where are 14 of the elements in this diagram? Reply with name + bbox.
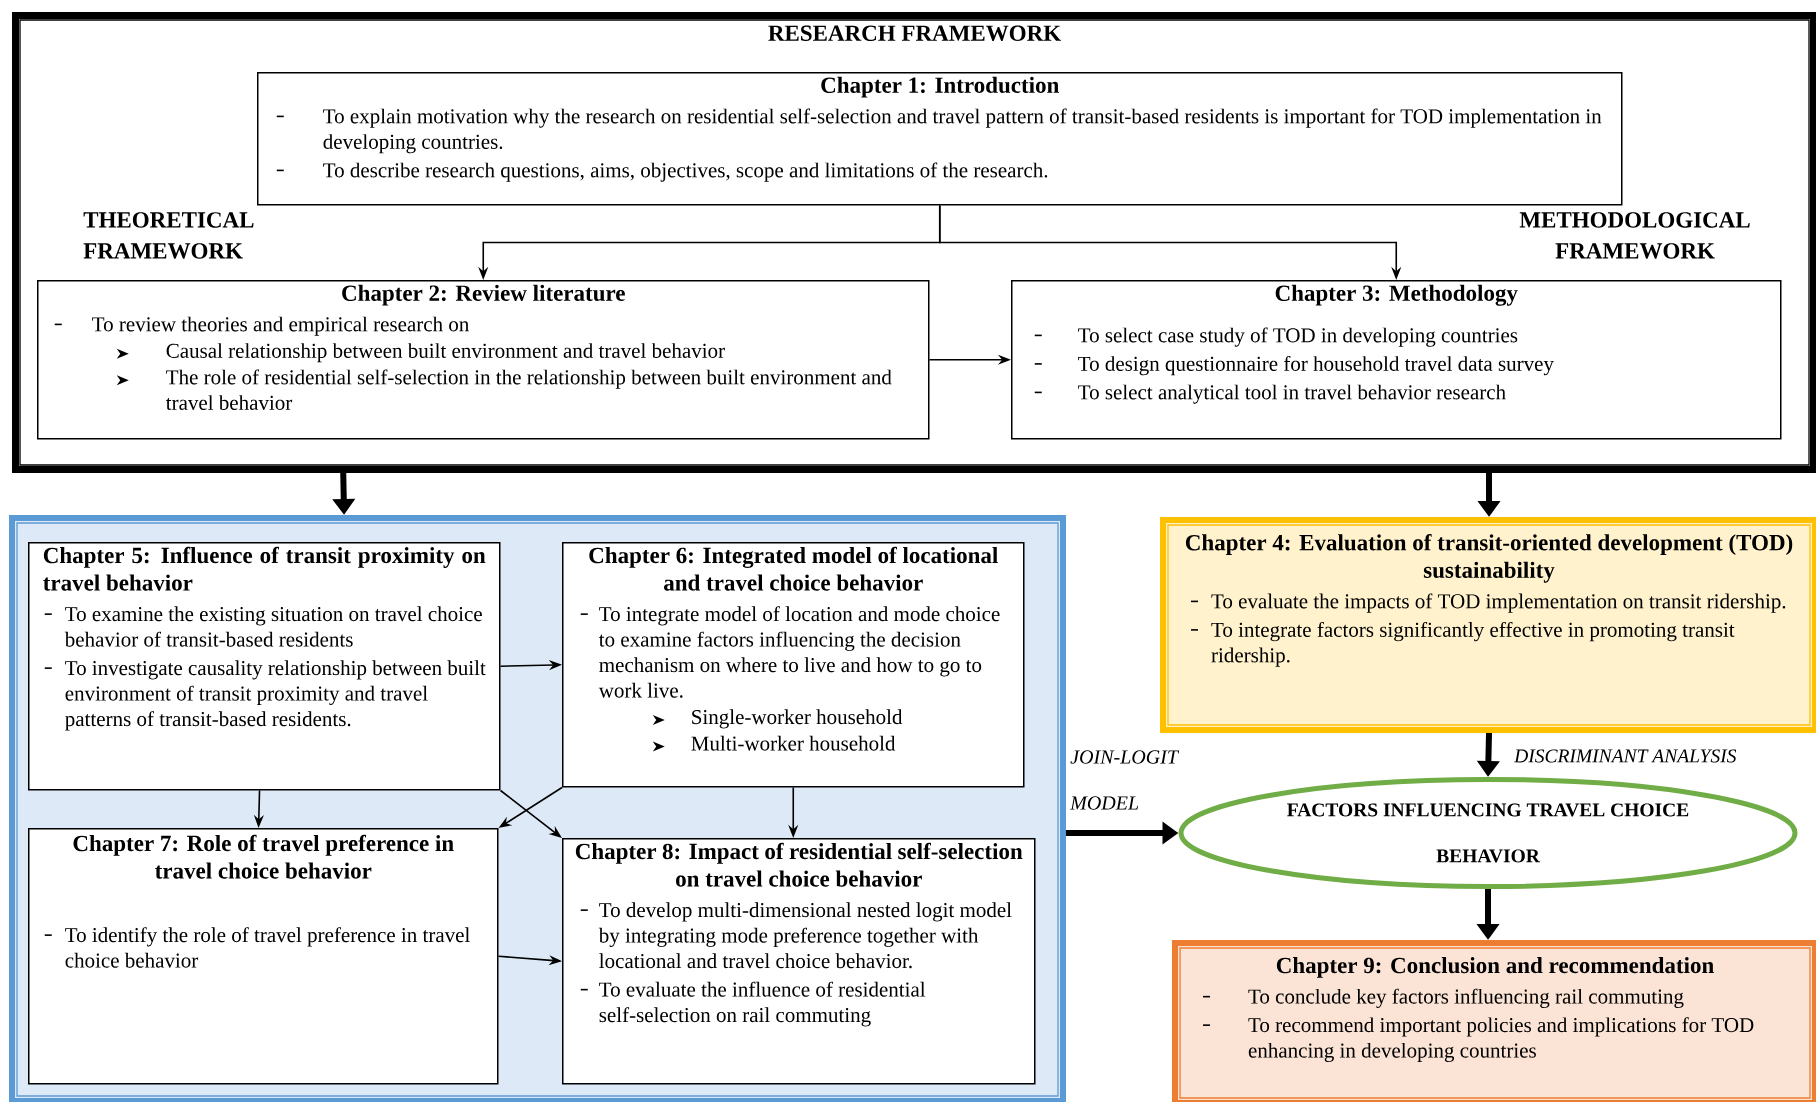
section-heading: METHODOLOGICAL FRAMEWORK	[1519, 212, 1750, 259]
chapter-box: Chapter 4: Evaluation of transit-oriented development (TOD) sustainability To evaluate the impacts of TOD implementation on transit ridership. To integrate factors significantly effective in promoting transit ridership.	[1160, 517, 1816, 733]
chapter-box: Chapter 1: Introduction To explain motivation why the research on residential self-selection and travel pattern of transit-based residents is important for TOD implementation in developing countries. To describe research questions, aims, objectives, scope and limitations of the research.	[257, 72, 1623, 206]
chapter-box: Chapter 2: Review literature To review theories and empirical research on Causal relationship between built environment and travel behavior The role of residential self-selection in the relationship between built environment and travel behavior	[37, 280, 930, 440]
edge-label: JOIN-LOGIT MODEL	[1069, 750, 1180, 810]
chapter-box: Chapter 5: Influence of transit proximity on travel behavior To examine the existing situation on travel choice behavior of transit-based residents To investigate causality relationship between built environment of transit proximity and travel patterns of transit-based residents.	[28, 542, 501, 791]
chapter-box: Chapter 6: Integrated model of locational and travel choice behavior To integrate model of location and mode choice to examine factors influencing the decision mechanism on where to live and how to go to work live. Single-worker household Multi-worker household	[562, 542, 1025, 788]
section-heading: THEORETICAL FRAMEWORK	[83, 212, 254, 259]
arrow	[499, 789, 562, 838]
chapter-box: Chapter 3: Methodology To select case study of TOD in developing countries To design questionnaire for household travel data survey To select analytical tool in travel behavior research	[1011, 280, 1782, 440]
chapter-box: Chapter 9: Conclusion and recommendation To conclude key factors influencing rail commuting To recommend important policies and implications for TOD enhancing in developing countries	[1172, 940, 1816, 1102]
chapter-box: Chapter 7: Role of travel preference in travel choice behavior To identify the role of travel preference in travel choice behavior	[28, 828, 499, 1085]
chapter-box: Chapter 8: Impact of residential self-selection on travel choice behavior To develop multi-dimensional nested logit model by integrating mode preference together with locational and travel choice behavior. To evaluate the influence of residential self-selection on rail commuting	[562, 838, 1036, 1085]
edge-label: DISCRIMINANT ANALYSIS	[1514, 749, 1737, 763]
